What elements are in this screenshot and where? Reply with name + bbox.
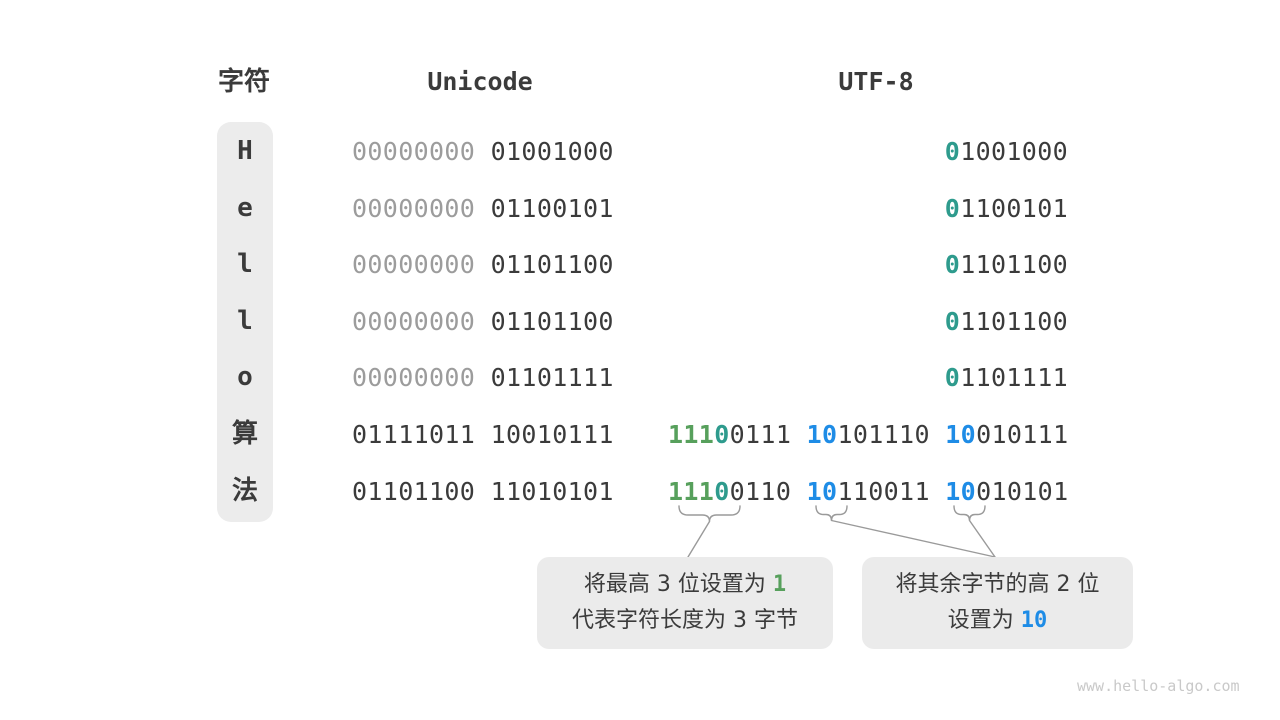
character-cell: 法 xyxy=(231,475,258,506)
segment-dark: 0111 xyxy=(729,420,807,449)
character-cell: l xyxy=(237,305,253,336)
callout-line: 将其余字节的高 2 位 xyxy=(896,567,1100,603)
unicode-binary-cell: 00000000 01101100 xyxy=(352,293,614,350)
character-cell: e xyxy=(237,192,253,223)
segment-blue: 10 xyxy=(945,476,977,506)
callout-segment-blue: 10 xyxy=(1020,608,1048,633)
segment-dark: 010101 xyxy=(976,476,1069,506)
segment-dark: 1101100 xyxy=(960,306,1068,336)
segment-blue: 10 xyxy=(806,420,838,449)
utf8-binary-cell: 01101100 xyxy=(668,236,1068,293)
segment-dark: 101110 xyxy=(837,420,946,449)
utf8-binary-cell: 11100110 10110011 10010101 xyxy=(668,463,1068,520)
unicode-binary-cell: 00000000 01101111 xyxy=(352,349,614,406)
character-cell: 算 xyxy=(231,419,258,449)
connector-line-to-callout-2a xyxy=(830,519,996,558)
segment-teal: 0 xyxy=(944,306,961,336)
callout-continuation-bits-rule: 将其余字节的高 2 位设置为 10 xyxy=(862,557,1133,649)
unicode-binary-cell: 00000000 01101100 xyxy=(352,236,614,293)
segment-dark: 01100101 xyxy=(490,193,614,223)
connector-line-to-callout-2b xyxy=(968,519,996,558)
watermark: www.hello-algo.com xyxy=(1077,677,1240,695)
segment-blue: 10 xyxy=(806,476,838,506)
segment-dark: 01101100 xyxy=(490,250,614,280)
segment-gray: 00000000 xyxy=(352,193,491,223)
segment-teal: 0 xyxy=(714,420,730,449)
unicode-binary-cell: 00000000 01001000 xyxy=(352,123,614,180)
callout-line: 代表字符长度为 3 字节 xyxy=(572,603,798,639)
character-cell: l xyxy=(237,249,253,280)
unicode-binary-cell: 01101100 11010101 xyxy=(352,463,614,520)
segment-blue: 10 xyxy=(945,420,977,449)
callout-segment-green: 1 xyxy=(772,572,787,597)
callout-line: 设置为 10 xyxy=(948,603,1048,639)
column-header-utf8: UTF-8 xyxy=(838,67,914,96)
unicode-binary-cell: 01111011 10010111 xyxy=(352,406,614,463)
segment-dark: 1001000 xyxy=(960,137,1068,166)
character-cell: H xyxy=(237,136,253,166)
segment-teal: 0 xyxy=(944,137,961,166)
callout-line: 将最高 3 位设置为 1 xyxy=(584,567,786,603)
utf8-binary-cell: 01001000 xyxy=(668,123,1068,180)
utf8-binary-cell: 01100101 xyxy=(668,180,1068,237)
segment-gray: 00000000 xyxy=(352,306,491,336)
callout-segment-text: 代表字符长度为 3 字节 xyxy=(572,608,798,633)
segment-teal: 0 xyxy=(944,193,961,223)
utf8-binary-cell: 01101100 xyxy=(668,293,1068,350)
segment-dark: 110011 xyxy=(837,476,946,506)
segment-dark: 1100101 xyxy=(960,193,1068,223)
segment-gray: 00000000 xyxy=(352,363,491,393)
segment-gray: 00000000 xyxy=(352,137,491,166)
callout-high-bits-rule: 将最高 3 位设置为 1 代表字符长度为 3 字节 xyxy=(537,557,833,649)
segment-dark: 01101100 11010101 xyxy=(352,476,614,506)
segment-dark: 01001000 xyxy=(490,137,614,166)
segment-green: 111 xyxy=(668,420,715,449)
connector-line-to-callout-1 xyxy=(687,520,711,558)
segment-green: 111 xyxy=(668,476,715,506)
segment-teal: 0 xyxy=(944,363,961,393)
segment-dark: 010111 xyxy=(976,420,1069,449)
unicode-binary-cell: 00000000 01100101 xyxy=(352,180,614,237)
segment-teal: 0 xyxy=(714,476,730,506)
segment-teal: 0 xyxy=(944,250,961,280)
column-header-unicode: Unicode xyxy=(427,67,533,96)
callout-segment-text: 将其余字节的高 2 位 xyxy=(895,572,1100,597)
segment-dark: 0110 xyxy=(729,476,807,506)
segment-gray: 00000000 xyxy=(352,250,491,280)
column-header-character: 字符 xyxy=(217,67,271,97)
segment-dark: 01111011 10010111 xyxy=(352,420,614,449)
segment-dark: 01101100 xyxy=(490,306,614,336)
utf8-binary-cell: 01101111 xyxy=(668,349,1068,406)
segment-dark: 1101111 xyxy=(960,363,1068,393)
segment-dark: 01101111 xyxy=(490,363,614,393)
character-cell: o xyxy=(237,362,253,393)
character-column-background xyxy=(217,122,273,522)
segment-dark: 1101100 xyxy=(960,250,1068,280)
callout-segment-text: 设置为 xyxy=(947,608,1021,633)
callout-segment-text: 将最高 3 位设置为 xyxy=(583,572,773,597)
utf8-binary-cell: 11100111 10101110 10010111 xyxy=(668,406,1068,463)
